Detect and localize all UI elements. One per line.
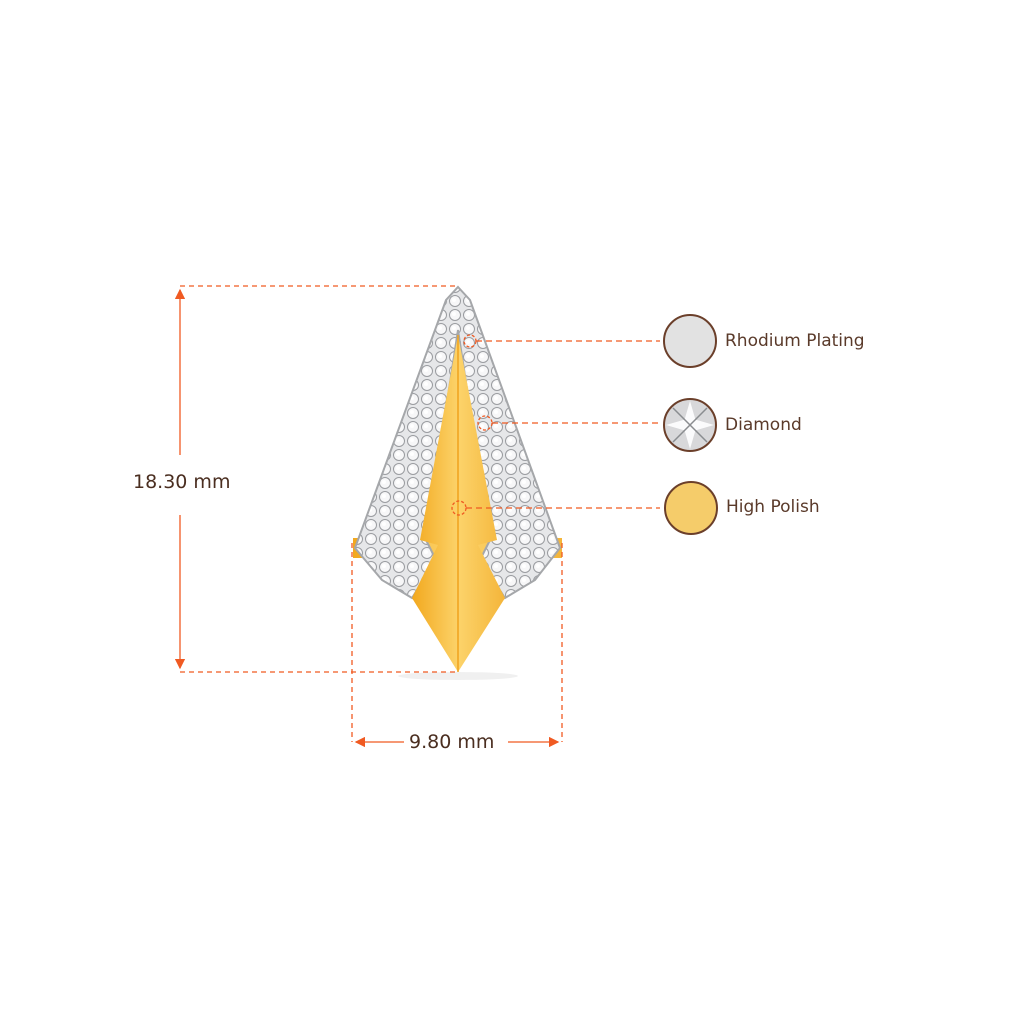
height-dimension-label: 18.30 mm	[130, 471, 234, 493]
legend-diamond-label: Diamond	[725, 415, 802, 435]
legend-rhodium-label: Rhodium Plating	[725, 331, 865, 351]
legend-high-polish-label: High Polish	[726, 497, 820, 517]
dimension-lines	[174, 285, 660, 748]
pendant-shadow	[398, 672, 518, 680]
diamond-pave-frame	[353, 285, 562, 600]
diamond-swatch-icon	[663, 398, 717, 452]
pendant-illustration	[353, 285, 562, 680]
gold-swatch-icon	[664, 481, 718, 535]
rhodium-swatch-icon	[663, 314, 717, 368]
width-dimension-label: 9.80 mm	[406, 731, 498, 753]
